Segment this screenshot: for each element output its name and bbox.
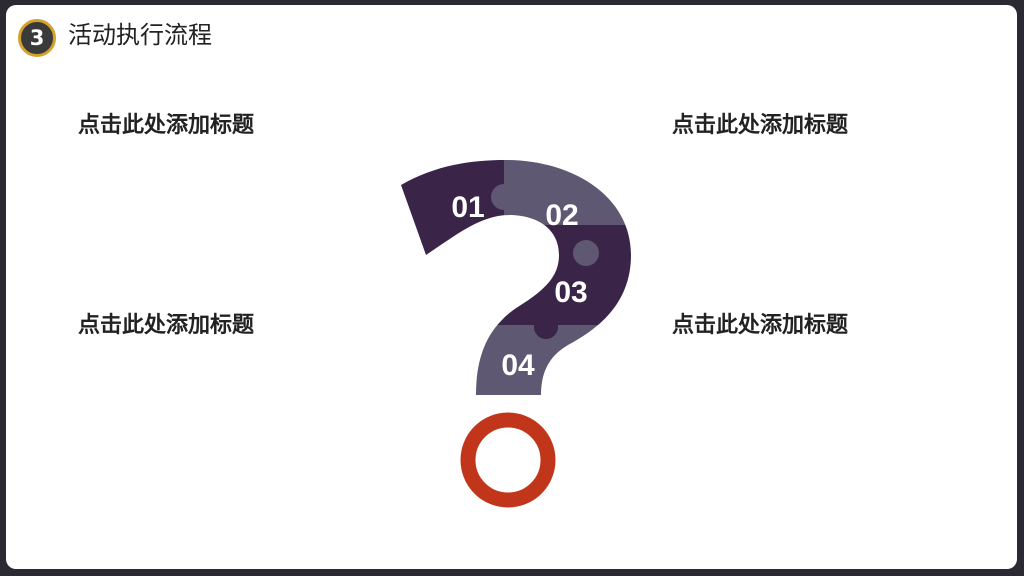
item-title-top-left[interactable]: 点击此处添加标题 (78, 113, 255, 138)
puzzle-label-04: 04 (501, 349, 535, 382)
item-title-bottom-left[interactable]: 点击此处添加标题 (78, 313, 255, 338)
puzzle-piece-01 (401, 160, 504, 275)
question-mark-puzzle: 01 02 03 04 (401, 160, 631, 508)
item-title-top-right[interactable]: 点击此处添加标题 (672, 113, 849, 138)
puzzle-knob (534, 315, 558, 339)
item-title-bottom-right[interactable]: 点击此处添加标题 (672, 313, 849, 338)
section-number-badge: 3 (18, 19, 56, 57)
puzzle-label-02: 02 (545, 199, 578, 232)
puzzle-knob (573, 240, 599, 266)
puzzle-knob (491, 184, 517, 210)
slide: 3 活动执行流程 点击此处添加标题 点击此处添加标题 点击此处添加标题 点击此处… (6, 5, 1017, 569)
puzzle-label-03: 03 (554, 276, 587, 309)
puzzle-label-01: 01 (451, 191, 484, 224)
page-title: 活动执行流程 (68, 21, 212, 49)
question-mark-dot-ring (460, 412, 556, 508)
puzzle-piece-03-extension (456, 275, 526, 325)
